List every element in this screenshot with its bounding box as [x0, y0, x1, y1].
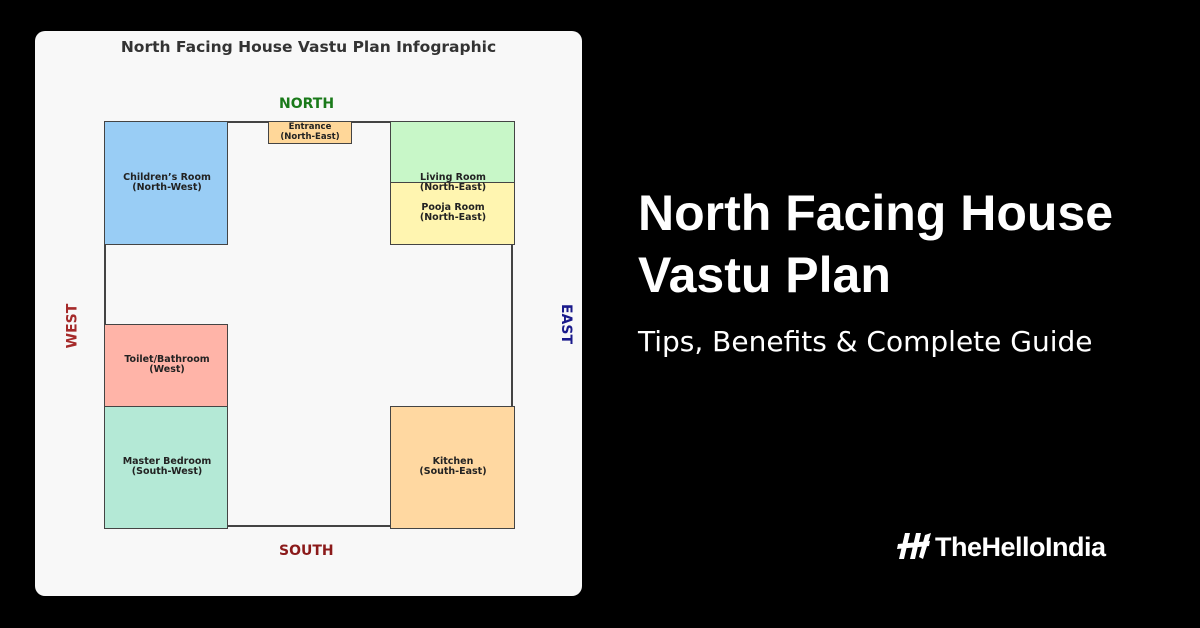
childrens-room: [104, 121, 228, 245]
subtitle: Tips, Benefits & Complete Guide: [638, 325, 1093, 358]
entrance-label: Entrance(North-East): [280, 122, 340, 142]
master-bedroom: [104, 406, 228, 529]
kitchen-label: Kitchen(South-East): [419, 456, 487, 477]
pooja-room: [390, 182, 515, 245]
infographic-title: North Facing House Vastu Plan Infographi…: [120, 38, 497, 56]
living-room-label: Living Room(North-East): [419, 172, 487, 193]
pooja-room-label: Pooja Room(North-East): [419, 202, 487, 223]
west-label: WEST: [64, 303, 81, 349]
toilet-label: Toilet/Bathroom(West): [124, 354, 210, 375]
north-label: NORTH: [279, 96, 335, 112]
brand-logo-icon: [897, 533, 931, 559]
living-room: [390, 121, 515, 184]
house-plan: Children’s Room(North-West) Entrance(Nor…: [104, 121, 515, 529]
brand-name: TheHelloIndia: [935, 532, 1106, 562]
master-bedroom-label: Master Bedroom(South-West): [122, 456, 212, 477]
east-label: EAST: [558, 303, 575, 345]
entrance: [268, 121, 352, 144]
childrens-room-label: Children’s Room(North-West): [123, 172, 211, 193]
south-label: SOUTH: [279, 543, 334, 559]
kitchen: [390, 406, 515, 529]
